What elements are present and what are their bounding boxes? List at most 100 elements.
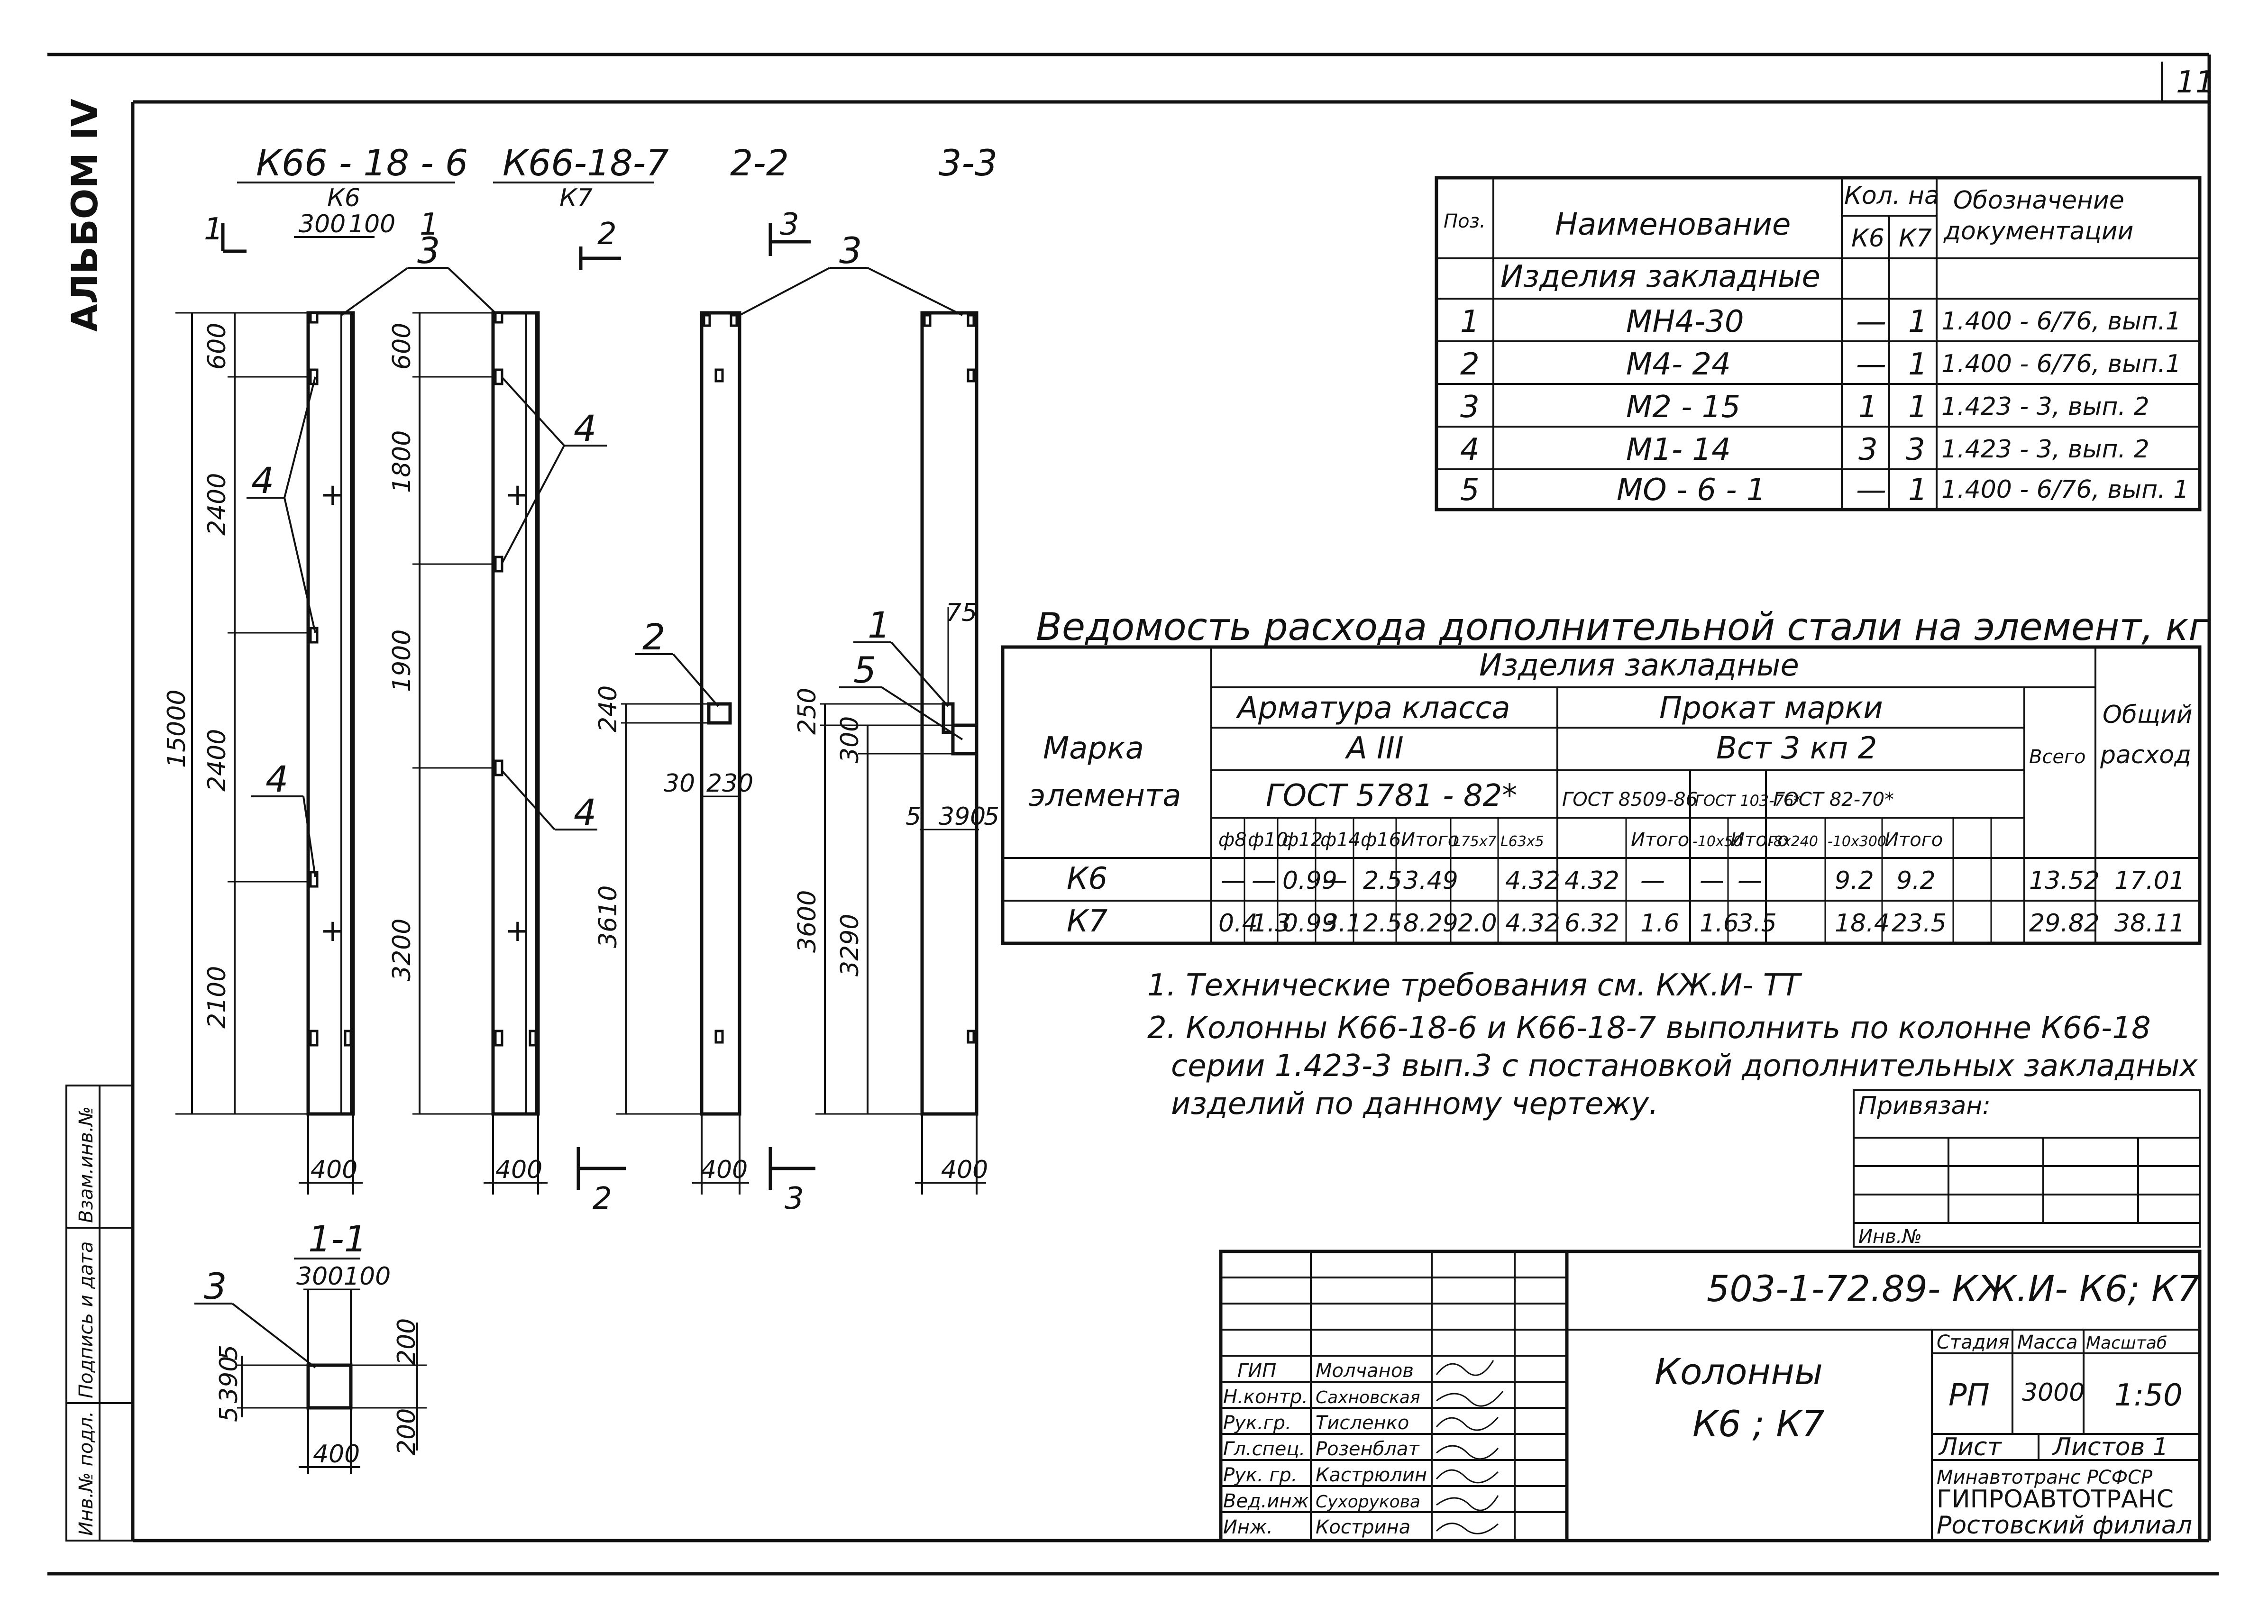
pt-h-doc-1: Обозначение: [1953, 186, 2124, 215]
section-1-1: 1-1 300 100 3 5 390 5 200 200 400: [194, 1218, 427, 1474]
k7-dim-1: 600: [388, 323, 416, 370]
tb-role-4: Гл.спец.: [1223, 1438, 1305, 1460]
stamp-sign: Подпись и дата: [75, 1241, 97, 1398]
s11-left-390: 390: [215, 1356, 243, 1403]
k7-sub: К7: [559, 184, 593, 212]
st-col-7: L75х7: [1453, 833, 1497, 850]
st-k6-v10: —: [1640, 867, 1665, 895]
section-22-title: 2-2: [730, 142, 789, 184]
signatures: [1436, 1360, 1504, 1534]
st-k6-v1: —: [1221, 867, 1245, 895]
st-col-12: -8х240: [1768, 833, 1818, 850]
tb-role-2: Н.контр.: [1223, 1386, 1308, 1408]
view-k6: К66 - 18 - 6 К6 300 100 1 1 + + 600 2400…: [163, 142, 468, 1195]
st-col-8: L63х5: [1500, 833, 1544, 850]
k6-dim-3: 2400: [203, 729, 231, 792]
tb-name-6: Сухорукова: [1316, 1492, 1420, 1512]
tb-mass-h: Масса: [2017, 1332, 2078, 1353]
pt-r3-name: М2 - 15: [1626, 390, 1740, 425]
tb-stage: РП: [1948, 1378, 1990, 1413]
cut3-top: 3: [780, 207, 799, 242]
st-rolled: Прокат марки: [1659, 691, 1883, 726]
pt-r4-k6: 3: [1858, 432, 1878, 467]
k7-callout-4a: 4: [574, 407, 596, 449]
s11-left-5b: 5: [215, 1406, 243, 1422]
st-rebar-class: А III: [1344, 731, 1404, 766]
pt-h-pos: Поз.: [1444, 210, 1486, 232]
album-label: АЛЬБОМ IV: [64, 99, 106, 332]
s22-small-30: 30: [664, 769, 695, 798]
st-k6-total: 13.52: [2029, 867, 2100, 895]
k6-top-dim-b: 100: [348, 210, 395, 238]
tb-name-7: Кострина: [1316, 1516, 1410, 1538]
sheet-frame: 11 АЛЬБОМ IV: [47, 53, 2219, 1576]
k7-dim-4: 3200: [388, 919, 416, 981]
st-k6-v9: 4.32: [1564, 867, 1619, 895]
tb-name-2: Сахновская: [1316, 1388, 1420, 1407]
note-2c: изделий по данному чертежу.: [1171, 1086, 1658, 1122]
tb-name-5: Кастрюлин: [1316, 1464, 1427, 1486]
st-col-14: Итого: [1884, 829, 1943, 851]
pt-r3-k6: 1: [1858, 390, 1878, 425]
pt-r5-doc: 1.400 - 6/76, вып. 1: [1941, 475, 2189, 504]
st-k7-v9: 6.32: [1564, 909, 1619, 938]
k7-width: 400: [495, 1156, 542, 1184]
stamp-inv: Инв.№ подл.: [75, 1411, 97, 1536]
section-11-title: 1-1: [308, 1218, 367, 1260]
pt-r1-name: МН4-30: [1626, 304, 1744, 339]
pt-r4-name: М1- 14: [1626, 432, 1731, 467]
s11-left-5a: 5: [215, 1345, 243, 1360]
pt-r3-k7: 1: [1908, 390, 1928, 425]
tb-org-1: Минавтотранс РСФСР: [1937, 1467, 2153, 1488]
k7-dim-2: 1800: [388, 430, 416, 493]
st-k7-v2: 1.3: [1252, 909, 1291, 938]
stamp-replace: Взам.инв.№: [75, 1106, 97, 1223]
tb-name-2: К6 ; К7: [1692, 1403, 1825, 1445]
st-k6-v13: 9.2: [1835, 867, 1874, 895]
svg-text:+: +: [320, 477, 346, 512]
st-col-9: Итого: [1631, 829, 1689, 851]
cut1-right: 1: [420, 207, 439, 242]
st-k6-v11: —: [1700, 867, 1724, 895]
st-k7-grand: 38.11: [2114, 909, 2185, 938]
cut2-bottom: 2: [593, 1181, 612, 1216]
cut2-top: 2: [597, 217, 617, 252]
k6-callout-4b: 4: [265, 758, 288, 800]
parts-table: Поз. Наименование Кол. на К6 К7 Обозначе…: [1435, 176, 2202, 511]
pt-r2-k7: 1: [1908, 347, 1928, 382]
pt-r2-pos: 2: [1460, 347, 1480, 382]
tb-code: 503-1-72.89- КЖ.И- К6; К7: [1707, 1268, 2200, 1310]
st-mark-2: элемента: [1029, 778, 1181, 813]
st-col-1: ф8: [1218, 829, 1247, 851]
tb-name-1: Колонны: [1655, 1350, 1823, 1393]
st-col-3: ф12: [1282, 829, 1323, 851]
steel-title: Ведомость расхода дополнительной стали н…: [1036, 605, 2209, 649]
s33-callout-3: 3: [839, 229, 862, 272]
st-k7-v4: 3.1: [1323, 909, 1362, 938]
callout-3-top: 3: [417, 229, 440, 272]
pt-r1-k7: 1: [1908, 304, 1928, 339]
pt-r2-k6: —: [1856, 347, 1886, 382]
s33-callout-1: 1: [868, 604, 890, 646]
st-k7-total: 29.82: [2029, 909, 2100, 938]
pt-r1-k6: —: [1856, 304, 1886, 339]
s33-dim-5b: 5: [984, 803, 999, 831]
st-gost-b: ГОСТ 103-76*: [1695, 792, 1801, 810]
st-col-10: -10х50: [1692, 833, 1742, 850]
view-k7: К66-18-7 К7 2 + + 600 1800 1900 3200 4 4: [388, 142, 669, 1216]
st-col-11: Итого: [1730, 829, 1789, 851]
s33-dim-75: 75: [946, 599, 977, 627]
st-grand-1: Общий: [2103, 701, 2193, 729]
st-k6-v6: 3.49: [1403, 867, 1458, 895]
st-k7-v3: 0.99: [1282, 909, 1337, 938]
title-block: ГИП Молчанов Н.контр. Сахновская Рук.гр.…: [1219, 1250, 2202, 1542]
tb-role-6: Вед.инж.: [1223, 1490, 1315, 1512]
note-1: 1. Технические требования см. КЖ.И- ТТ: [1147, 968, 1802, 1003]
s22-dim-240: 240: [594, 685, 622, 732]
st-k7-v7: 2.0: [1458, 909, 1497, 938]
st-col-13: -10х300: [1828, 833, 1886, 850]
s22-small-230: 230: [706, 769, 753, 798]
st-rebar-gost: ГОСТ 5781 - 82*: [1266, 778, 1517, 813]
